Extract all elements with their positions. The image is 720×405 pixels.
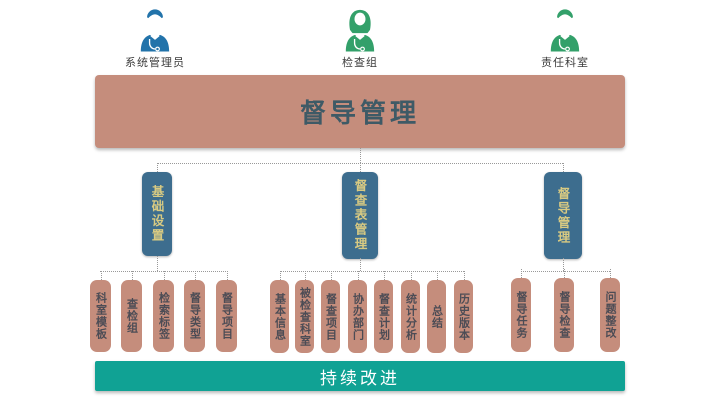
leaf-supervision-item: 督导项目 (216, 271, 237, 352)
connector (360, 258, 361, 271)
connector (100, 271, 226, 272)
main-banner: 督导管理 (95, 75, 625, 148)
leaf-summary: 总结 (427, 271, 446, 353)
male-doctor-icon (550, 9, 580, 52)
leaf-co-organizer-dept: 协办部门 (348, 271, 367, 353)
actor-responsible-dept: 责任科室 (520, 6, 610, 70)
connector (563, 258, 564, 271)
female-nurse-icon (345, 9, 375, 52)
branch-inspection-form-mgmt: 督查表管理 (342, 163, 378, 259)
leaf-check-group: 查检组 (121, 271, 142, 352)
branch-basic-settings: 基础设置 (142, 163, 172, 256)
leaf-problem-rectification: 问题整改 (600, 269, 620, 352)
leaf-search-tags: 检索标签 (153, 271, 174, 352)
leaf-dept-template: 科室模板 (90, 271, 111, 352)
branch-supervision-mgmt: 督导管理 (544, 163, 582, 259)
male-doctor-icon (140, 9, 170, 52)
leaf-inspection-item: 督查项目 (321, 271, 340, 353)
actor-label: 责任科室 (541, 56, 589, 69)
connector (521, 271, 610, 272)
leaf-basic-info: 基本信息 (270, 271, 289, 353)
connector (280, 271, 464, 272)
leaf-supervision-inspection: 督导检查 (554, 269, 574, 352)
actor-label: 系统管理员 (125, 56, 185, 69)
actor-inspection-team: 检查组 (315, 6, 405, 70)
leaf-supervision-type: 督导类型 (184, 271, 205, 352)
connector (157, 256, 158, 271)
leaf-supervision-task: 督导任务 (511, 269, 531, 352)
leaf-statistics: 统计分析 (401, 271, 420, 353)
main-banner-title: 督导管理 (299, 99, 420, 129)
connector (360, 148, 361, 163)
bottom-banner: 持续改进 (95, 361, 625, 391)
leaf-inspection-plan: 督查计划 (374, 271, 393, 353)
leaf-history-version: 历史版本 (454, 271, 473, 353)
actor-label: 检查组 (342, 56, 378, 69)
actor-system-admin: 系统管理员 (110, 6, 200, 70)
leaf-inspected-dept: 被检查科室 (295, 271, 314, 353)
bottom-banner-title: 持续改进 (320, 368, 400, 389)
